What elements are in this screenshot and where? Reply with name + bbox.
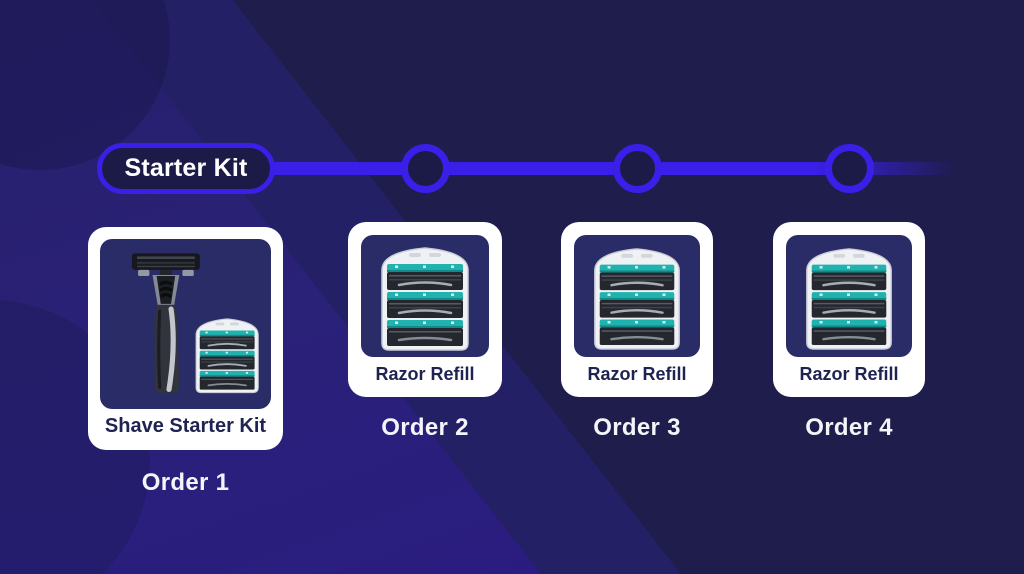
- card-title: Razor Refill: [799, 364, 899, 384]
- timeline-node-3: [613, 144, 662, 193]
- order-card-3: Razor Refill: [561, 222, 713, 397]
- order-card-4: Razor Refill: [773, 222, 925, 397]
- refill-pack-icon: [380, 246, 470, 352]
- product-image-panel: [100, 239, 271, 409]
- order-label: Order 1: [141, 469, 230, 496]
- order-label: Order 3: [593, 414, 681, 441]
- order-card-2: Razor Refill: [348, 222, 502, 397]
- timeline-node-2: [401, 144, 450, 193]
- product-image-panel: [786, 235, 912, 357]
- starter-kit-pill-label: Starter Kit: [124, 154, 248, 182]
- product-image-panel: [361, 235, 489, 357]
- card-title: Razor Refill: [587, 364, 687, 384]
- order-label: Order 2: [381, 414, 469, 441]
- starter-kit-pill: Starter Kit: [97, 143, 275, 194]
- card-title: Shave Starter Kit: [104, 415, 267, 437]
- order-label: Order 4: [805, 414, 893, 441]
- razor-and-refill-pack-icon: [103, 247, 260, 402]
- order-card-1: Shave Starter Kit: [88, 227, 283, 450]
- product-image-panel: [574, 235, 700, 357]
- refill-pack-icon: [805, 247, 893, 351]
- timeline-node-4: [825, 144, 874, 193]
- card-title: Razor Refill: [375, 364, 475, 384]
- refill-pack-icon: [593, 247, 681, 351]
